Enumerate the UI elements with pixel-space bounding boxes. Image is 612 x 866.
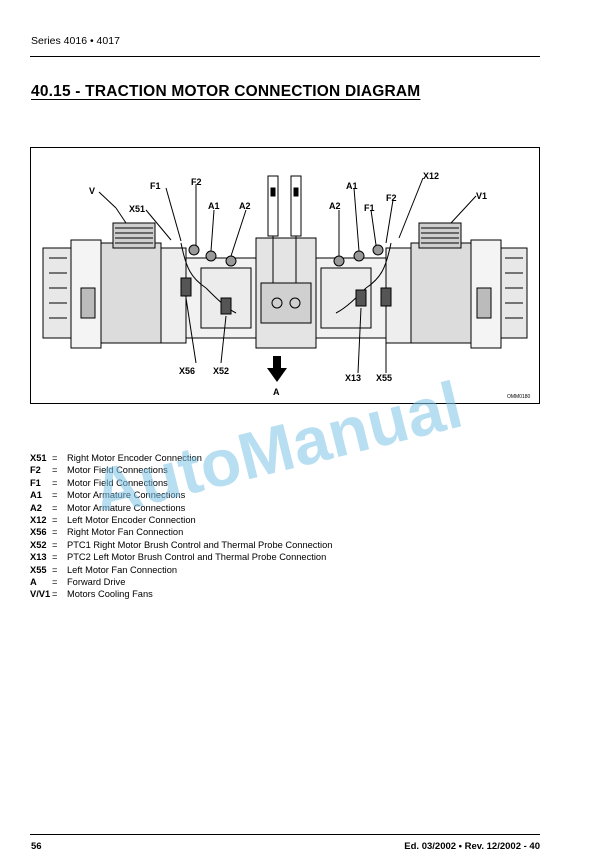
legend-equals: =	[52, 514, 58, 525]
legend-code: A1	[30, 490, 42, 501]
connection-diagram-figure: V X51 F1 F2 A1 A2 A2 A1 F1 F2 X12 V1 X56…	[30, 147, 540, 404]
series-label: Series 4016 • 4017	[31, 35, 120, 47]
legend-code: F1	[30, 477, 41, 488]
legend-description: PTC2 Left Motor Brush Control and Therma…	[67, 552, 327, 563]
legend-equals: =	[52, 453, 58, 463]
legend-description: Left Motor Encoder Connection	[67, 514, 196, 525]
legend-code: A2	[30, 502, 42, 513]
legend-equals: =	[52, 490, 58, 501]
legend-equals: =	[52, 539, 58, 550]
callout-x55: X55	[376, 373, 392, 383]
legend-equals: =	[52, 502, 58, 513]
legend-description: Motors Cooling Fans	[67, 589, 153, 600]
callout-f1-right: F1	[364, 203, 375, 213]
callout-x51: X51	[129, 204, 145, 214]
header-divider	[30, 56, 540, 57]
legend-equals: =	[52, 552, 58, 563]
section-title: 40.15 - TRACTION MOTOR CONNECTION DIAGRA…	[31, 83, 421, 100]
legend-equals: =	[52, 477, 58, 488]
legend-equals: =	[52, 465, 58, 476]
callout-a2-left: A2	[239, 201, 251, 211]
legend-description: Right Motor Fan Connection	[67, 527, 184, 538]
forward-arrow-icon	[267, 356, 287, 382]
legend-description: Motor Armature Connections	[67, 502, 186, 513]
legend-code: X56	[30, 527, 47, 538]
footer-divider	[30, 834, 540, 835]
callout-v1: V1	[476, 191, 487, 201]
legend-code: X52	[30, 539, 47, 550]
legend-code: X12	[30, 514, 47, 525]
callout-x52: X52	[213, 366, 229, 376]
legend-description: Right Motor Encoder Connection	[67, 453, 202, 463]
legend-description: PTC1 Right Motor Brush Control and Therm…	[67, 539, 333, 550]
callout-x12: X12	[423, 171, 439, 181]
callout-f2-right: F2	[386, 193, 397, 203]
legend-code: X13	[30, 552, 47, 563]
legend-code: X51	[30, 453, 47, 463]
figure-reference: OMM0180	[507, 394, 531, 400]
callout-a1-right: A1	[346, 181, 358, 191]
legend-description: Forward Drive	[67, 576, 126, 587]
legend-equals: =	[52, 527, 58, 538]
callout-a2-right: A2	[329, 201, 341, 211]
callout-x56: X56	[179, 366, 195, 376]
legend-description: Left Motor Fan Connection	[67, 564, 178, 575]
legend-description: Motor Field Connections	[67, 477, 168, 488]
callout-a1-left: A1	[208, 201, 220, 211]
callout-v: V	[89, 186, 95, 196]
legend-code: F2	[30, 465, 41, 476]
legend-code: A	[30, 576, 37, 587]
legend-equals: =	[52, 576, 58, 587]
callout-f1-left: F1	[150, 181, 161, 191]
page-number: 56	[31, 841, 42, 852]
legend-equals: =	[52, 589, 58, 600]
legend-equals: =	[52, 564, 58, 575]
legend-description: Motor Armature Connections	[67, 490, 186, 501]
legend-code: V/V1	[30, 589, 51, 600]
edition-info: Ed. 03/2002 • Rev. 12/2002 - 40	[404, 841, 540, 852]
callout-f2-left: F2	[191, 177, 202, 187]
callout-x13: X13	[345, 373, 361, 383]
callout-a-forward: A	[273, 387, 280, 397]
legend-code: X55	[30, 564, 47, 575]
traction-motor-drawing: V X51 F1 F2 A1 A2 A2 A1 F1 F2 X12 V1 X56…	[42, 171, 531, 400]
legend-description: Motor Field Connections	[67, 465, 168, 476]
